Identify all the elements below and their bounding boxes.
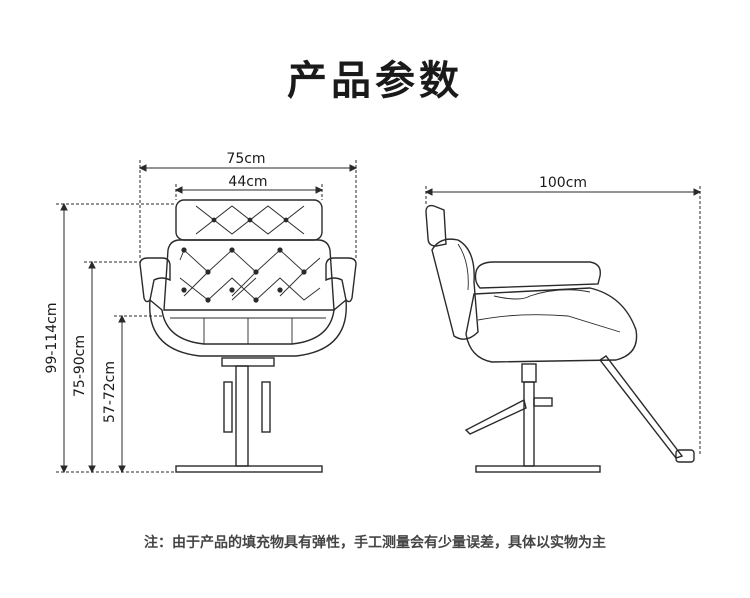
page-title: 产品参数 [287, 58, 463, 104]
front-dimension-lines [56, 160, 358, 474]
side-dimension-lines [424, 186, 702, 456]
dim-back-width: 44cm [228, 174, 267, 190]
front-view-chair [139, 199, 357, 473]
dim-height-arm: 75-90cm [72, 335, 88, 397]
dim-height-seat: 57-72cm [102, 361, 118, 423]
dim-height-total: 99-114cm [44, 303, 60, 374]
dim-overall-width: 75cm [226, 151, 265, 167]
dim-depth: 100cm [539, 175, 587, 191]
side-view-chair [425, 204, 695, 473]
measurement-note: 注：由于产品的填充物具有弹性，手工测量会有少量误差，具体以实物为主 [144, 535, 606, 551]
